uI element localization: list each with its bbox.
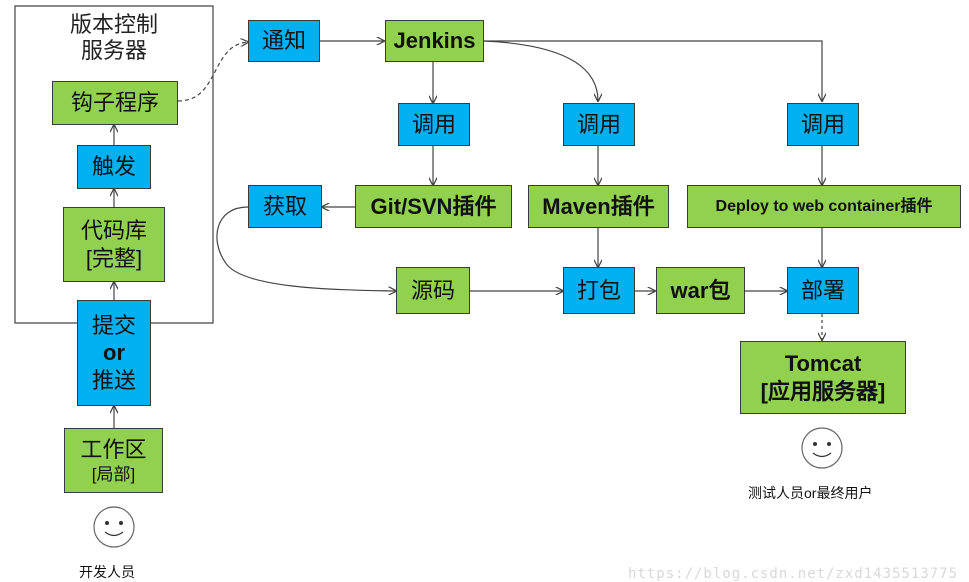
fetch-node: 获取	[248, 185, 322, 228]
arrow-jenkins-to-invoke3	[484, 40, 822, 101]
tomcat-label-line1: Tomcat	[784, 351, 862, 376]
workspace-label-line1: 工作区	[80, 437, 147, 463]
git-svn-plugin-node: Git/SVN插件	[355, 185, 512, 228]
invoke-node-2: 调用	[563, 103, 635, 146]
git-svn-plugin-label: Git/SVN插件	[370, 193, 497, 219]
jenkins-node: Jenkins	[385, 20, 484, 62]
hook-node: 钩子程序	[52, 81, 178, 125]
deploy-plugin-label: Deploy to web container插件	[715, 197, 933, 215]
maven-plugin-label: Maven插件	[542, 193, 655, 219]
commit-label-line3: 推送	[91, 367, 136, 393]
invoke-label-1: 调用	[411, 111, 456, 137]
server-frame	[14, 5, 214, 324]
repo-label-line1: 代码库	[80, 218, 147, 243]
workspace-node: 工作区 [局部]	[64, 428, 163, 493]
hook-label: 钩子程序	[70, 90, 159, 116]
developer-caption: 开发人员	[79, 564, 135, 580]
war-label: war包	[670, 277, 731, 303]
developer-smiley-icon	[93, 506, 135, 548]
invoke-label-3: 调用	[800, 111, 845, 137]
package-node: 打包	[563, 267, 635, 314]
server-title-line1: 版本控制	[69, 12, 158, 37]
tester-caption: 测试人员or最终用户	[748, 485, 873, 501]
package-label: 打包	[576, 277, 621, 303]
deploy-plugin-node: Deploy to web container插件	[687, 185, 961, 228]
commit-label-line2: or	[103, 340, 125, 366]
notify-node: 通知	[248, 20, 320, 62]
arrow-fetch-to-source	[216, 206, 396, 291]
tomcat-node: Tomcat [应用服务器]	[740, 341, 906, 414]
deploy-node: 部署	[787, 267, 859, 314]
repo-label-line2: [完整]	[85, 245, 143, 271]
watermark: https://blog.csdn.net/zxd1435513775	[628, 566, 959, 582]
commit-label-line1: 提交	[91, 312, 136, 338]
source-label: 源码	[410, 277, 455, 303]
repo-node: 代码库 [完整]	[63, 207, 165, 282]
tester-smiley-icon	[801, 427, 843, 469]
server-title: 版本控制 服务器	[15, 12, 213, 65]
war-node: war包	[656, 267, 745, 314]
trigger-node: 触发	[77, 145, 151, 189]
commit-node: 提交 or 推送	[77, 300, 151, 406]
tomcat-label-line2: [应用服务器]	[760, 378, 886, 404]
arrow-hook-to-notify	[177, 42, 248, 102]
maven-plugin-node: Maven插件	[528, 185, 669, 228]
invoke-node-3: 调用	[787, 103, 859, 146]
deploy-label: 部署	[800, 277, 845, 303]
workspace-label-line2: [局部]	[91, 464, 136, 484]
invoke-label-2: 调用	[576, 111, 621, 137]
jenkins-label: Jenkins	[393, 28, 476, 54]
trigger-label: 触发	[91, 154, 136, 180]
notify-label: 通知	[261, 28, 306, 54]
source-node: 源码	[396, 267, 470, 314]
invoke-node-1: 调用	[398, 103, 470, 146]
arrow-jenkins-to-invoke2	[483, 40, 598, 101]
server-title-line2: 服务器	[80, 38, 147, 64]
fetch-label: 获取	[262, 193, 307, 219]
